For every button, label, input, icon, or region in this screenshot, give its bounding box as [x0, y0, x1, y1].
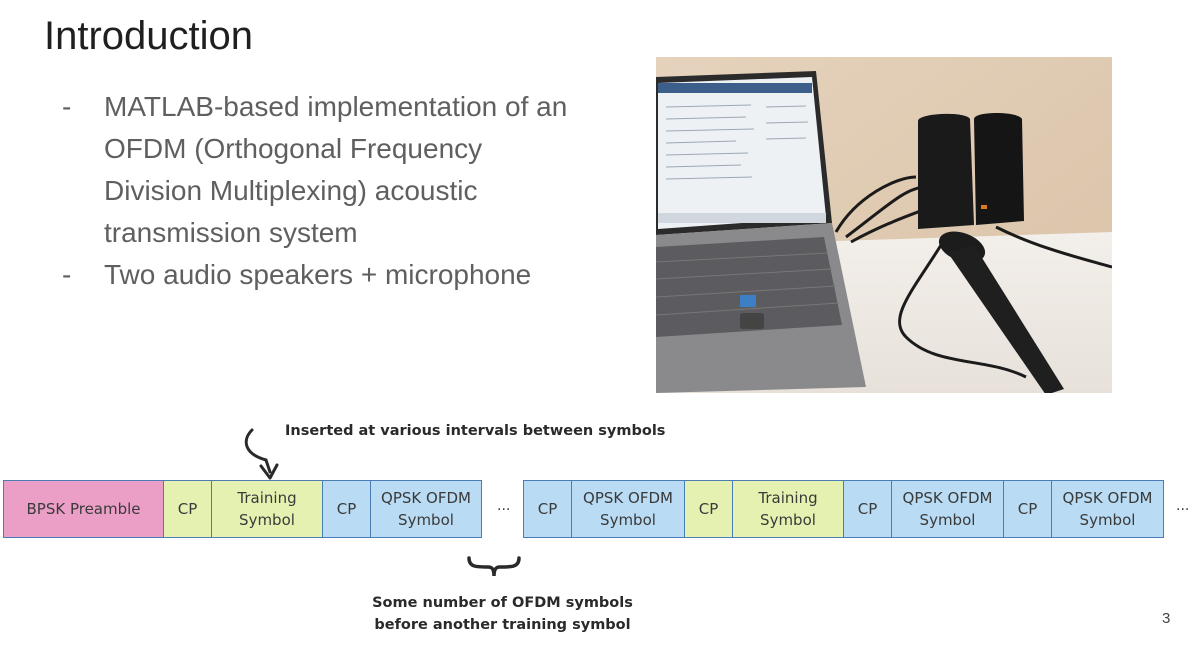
annotation-bottom-line1: Some number of OFDM symbols	[372, 595, 633, 611]
annotation-bottom: Some number of OFDM symbols before anoth…	[360, 592, 645, 636]
frame-cell-qpsk-symbol: QPSK OFDM Symbol	[1051, 480, 1164, 538]
frame-cell-cp: CP	[163, 480, 212, 538]
bullet-dash: -	[62, 259, 72, 290]
frame-cell-cp: CP	[523, 480, 572, 538]
bullet-dash: -	[62, 91, 72, 122]
frame-cell-training-symbol: Training Symbol	[211, 480, 323, 538]
frame-cell-qpsk-symbol: QPSK OFDM Symbol	[891, 480, 1004, 538]
bullet-text: MATLAB-based implementation of an OFDM (…	[104, 91, 568, 248]
curly-brace-icon	[467, 556, 521, 577]
annotation-top: Inserted at various intervals between sy…	[285, 423, 666, 439]
curved-arrow-icon	[244, 428, 279, 480]
frame-cell-cp: CP	[322, 480, 371, 538]
frame-ellipsis: ...	[497, 498, 511, 514]
frame-cell-training-symbol: Training Symbol	[732, 480, 844, 538]
frame-cell-cp: CP	[684, 480, 733, 538]
bullet-item: - MATLAB-based implementation of an OFDM…	[62, 86, 582, 254]
bullet-list: - MATLAB-based implementation of an OFDM…	[62, 86, 582, 296]
frame-cell-cp: CP	[1003, 480, 1052, 538]
annotation-bottom-line2: before another training symbol	[374, 617, 631, 633]
bullet-text: Two audio speakers + microphone	[104, 259, 532, 290]
bullet-item: - Two audio speakers + microphone	[62, 254, 582, 296]
ofdm-frame-diagram: BPSK Preamble CP Training Symbol CP QPSK…	[3, 480, 482, 538]
slide-title: Introduction	[44, 14, 254, 58]
frame-cell-qpsk-symbol: QPSK OFDM Symbol	[571, 480, 685, 538]
frame-ellipsis-end: ...	[1176, 498, 1190, 514]
frame-cell-bpsk-preamble: BPSK Preamble	[3, 480, 164, 538]
setup-photo	[656, 57, 1112, 393]
page-number: 3	[1162, 610, 1171, 627]
frame-cell-qpsk-symbol: QPSK OFDM Symbol	[370, 480, 482, 538]
ofdm-frame-diagram-continued: CP QPSK OFDM Symbol CP Training Symbol C…	[523, 480, 1164, 538]
frame-cell-cp: CP	[843, 480, 892, 538]
